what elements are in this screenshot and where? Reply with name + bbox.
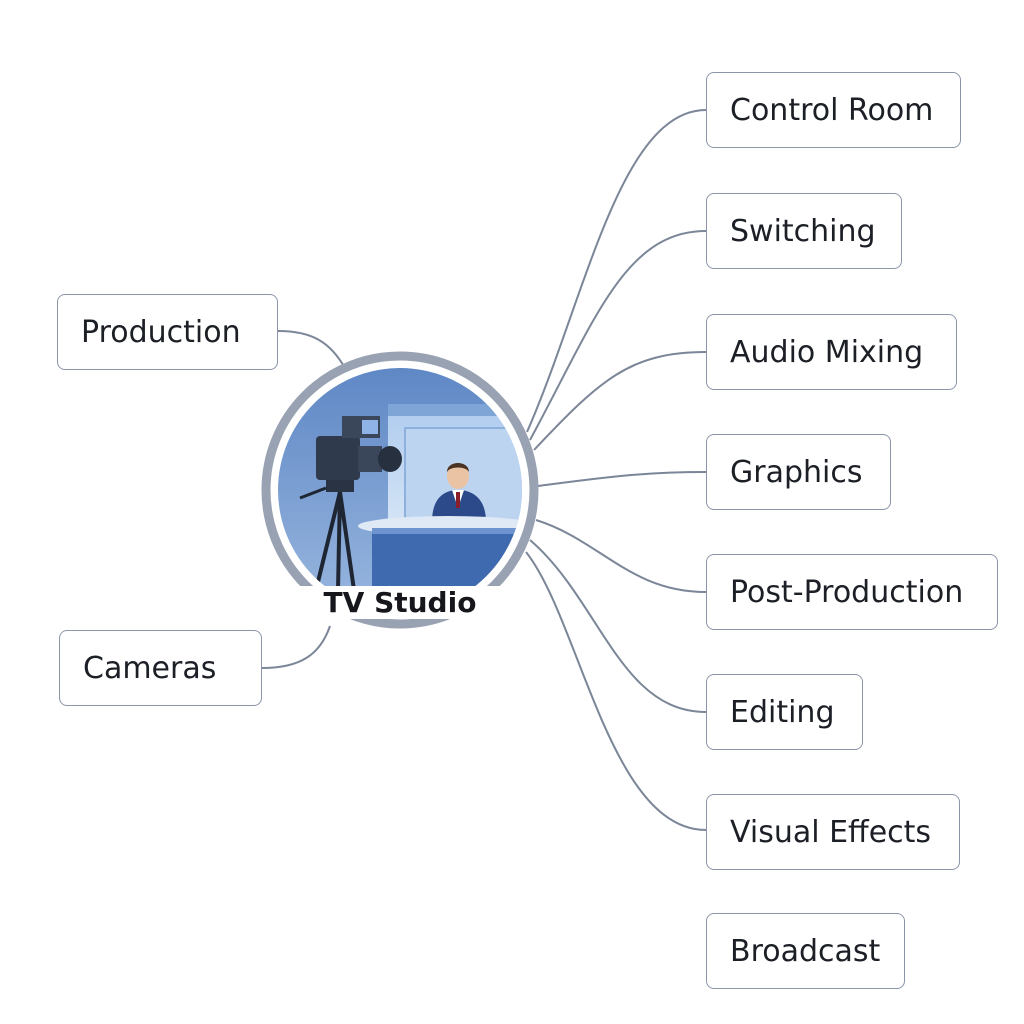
center-title: TV Studio	[270, 586, 530, 619]
connector-control-room	[526, 109, 707, 433]
connector-editing	[529, 539, 707, 713]
node-editing[interactable]: Editing	[706, 674, 863, 750]
tv-studio-illustration	[261, 351, 539, 629]
connector-post-production	[535, 519, 707, 593]
node-visual-effects[interactable]: Visual Effects	[706, 794, 960, 870]
node-broadcast[interactable]: Broadcast	[706, 913, 905, 989]
node-audio-mixing[interactable]: Audio Mixing	[706, 314, 957, 390]
node-post-production[interactable]: Post-Production	[706, 554, 998, 630]
connector-production	[277, 330, 346, 369]
connector-switching	[529, 230, 707, 441]
connector-visual-effects	[525, 551, 707, 831]
node-cameras[interactable]: Cameras	[59, 630, 262, 706]
connector-cameras	[261, 625, 331, 669]
studio-camera-figure	[299, 416, 402, 591]
node-graphics[interactable]: Graphics	[706, 434, 891, 510]
news-anchor-figure	[432, 463, 486, 522]
connector-graphics	[537, 471, 707, 487]
node-control-room[interactable]: Control Room	[706, 72, 961, 148]
connector-audio-mixing	[533, 351, 707, 451]
node-production[interactable]: Production	[57, 294, 278, 370]
center-ring	[261, 351, 539, 629]
node-switching[interactable]: Switching	[706, 193, 902, 269]
